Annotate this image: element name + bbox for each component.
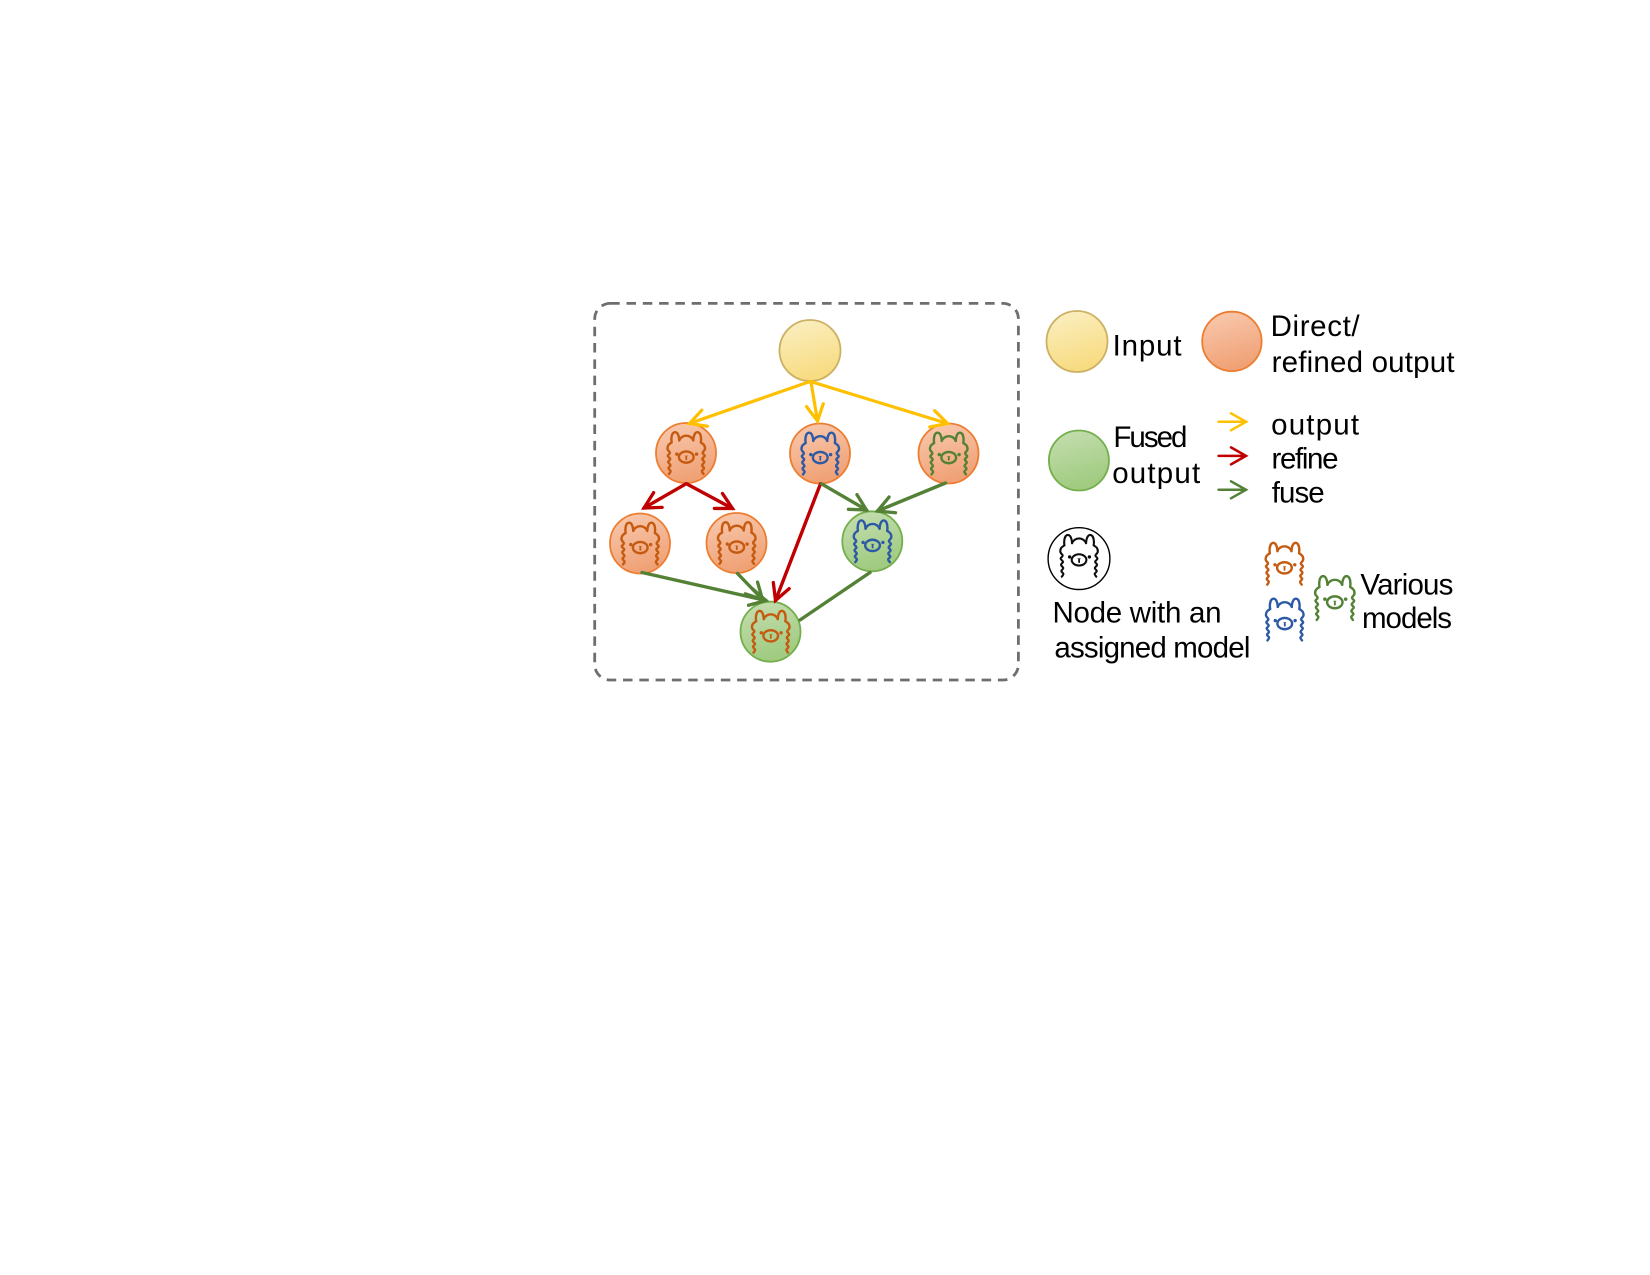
svg-text:Various: Various (1360, 569, 1453, 602)
svg-text:Direct/: Direct/ (1271, 310, 1361, 343)
svg-text:assigned model: assigned model (1054, 631, 1250, 664)
svg-text:models: models (1362, 602, 1452, 635)
svg-text:Node with an: Node with an (1053, 596, 1222, 629)
svg-text:fuse: fuse (1272, 477, 1325, 510)
svg-text:refined output: refined output (1272, 346, 1455, 379)
svg-text:output: output (1271, 409, 1359, 442)
svg-text:Fused: Fused (1113, 421, 1187, 454)
svg-text:Input: Input (1113, 330, 1182, 363)
svg-text:output: output (1112, 457, 1200, 490)
svg-text:refine: refine (1272, 443, 1339, 476)
